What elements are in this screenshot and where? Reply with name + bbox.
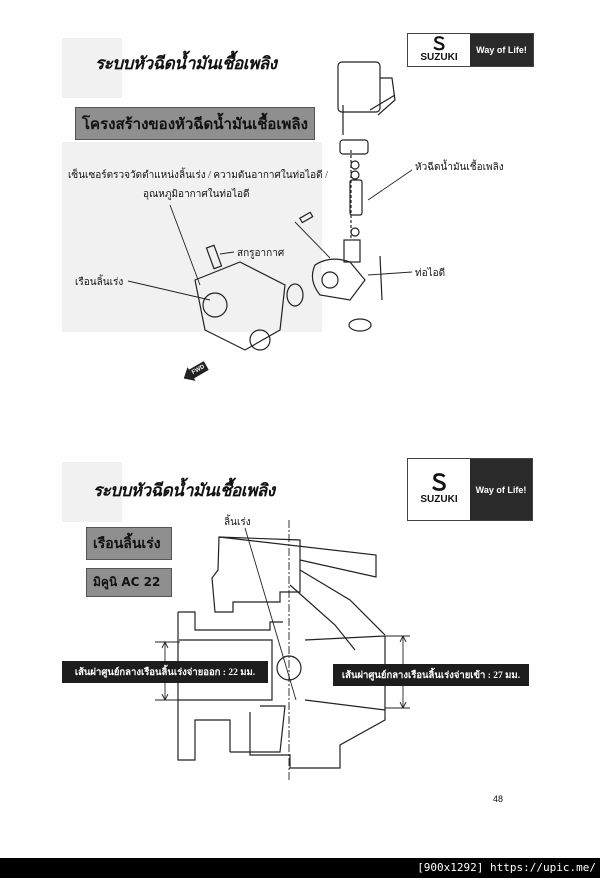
bleed-through: [62, 142, 322, 332]
throttle-valve-label: ลิ้นเร่ง: [224, 517, 251, 528]
sensor-label-2: อุณหภูมิอากาศในท่อไอดี: [143, 189, 250, 200]
sensor-label: เซ็นเซอร์ตรวจวัดตำแหน่งลิ้นเร่ง / ความดั…: [68, 170, 328, 181]
page-number: 48: [493, 794, 504, 804]
suzuki-s-icon: Ｓ: [427, 471, 450, 496]
bleed-through: [62, 38, 122, 98]
inlet-diameter-label: เส้นผ่าศูนย์กลางเรือนลิ้นเร่งจ่ายเข้า : …: [333, 664, 529, 686]
image-host-footer: [900x1292] https://upic.me/: [0, 858, 600, 878]
injector-exploded-diagram: [127, 61, 413, 351]
outlet-diameter-label: เส้นผ่าศูนย์กลางเรือนลิ้นเร่งจ่ายออก : 2…: [62, 661, 268, 683]
injector-label: หัวฉีดน้ำมันเชื้อเพลิง: [415, 162, 504, 173]
model-label: มิคูนิ AC 22: [86, 568, 172, 597]
slide-title: ระบบหัวฉีดน้ำมันเชื้อเพลิง: [95, 54, 277, 74]
air-screw-label: สกรูอากาศ: [237, 248, 285, 259]
bleed-through: [62, 462, 122, 522]
suzuki-s-icon: Ｓ: [430, 33, 448, 55]
throttle-body-label: เรือนลิ้นเร่ง: [75, 277, 124, 288]
section-heading: โครงสร้างของหัวฉีดน้ำมันเชื้อเพลิง: [75, 107, 315, 140]
section-heading: เรือนลิ้นเร่ง: [86, 527, 172, 560]
intake-pipe-label: ท่อไอดี: [415, 268, 446, 279]
slide-title: ระบบหัวฉีดน้ำมันเชื้อเพลิง: [93, 481, 275, 501]
